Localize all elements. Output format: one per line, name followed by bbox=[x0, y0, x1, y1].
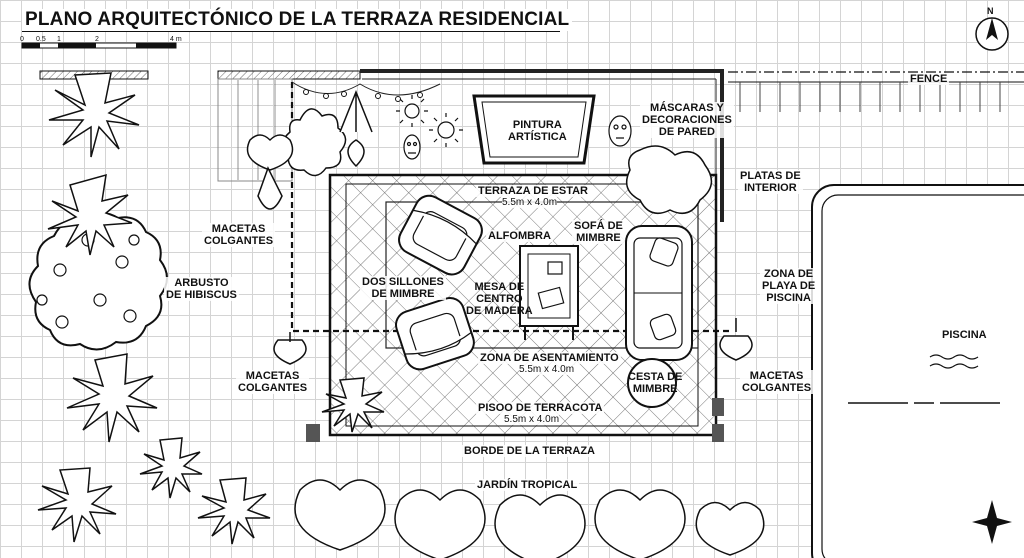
coffee-table bbox=[519, 245, 579, 340]
armchairs-label: DOS SILLONES DE MIMBRE bbox=[360, 276, 446, 300]
scale-tick-0: 0 bbox=[20, 36, 24, 43]
hanging-pots-right-label: MACETAS COLGANTES bbox=[740, 370, 814, 394]
living-terrace-label: TERRAZA DE ESTAR bbox=[476, 185, 590, 197]
scale-tick-1: 1 bbox=[57, 36, 61, 43]
scale-tick-0-5: 0.5 bbox=[36, 36, 46, 43]
scale-tick-2: 2 bbox=[95, 36, 99, 43]
hanging-pots-bottom-left-label: MACETAS COLGANTES bbox=[236, 370, 310, 394]
north-label: N bbox=[987, 6, 994, 16]
coffee-table-label: MESA DE CENTRO DE MADERA bbox=[466, 281, 533, 317]
terracotta-floor-label: PISOO DE TERRACOTA bbox=[476, 402, 605, 414]
seating-zone-label: ZONA DE ASENTAMIENTO bbox=[478, 352, 621, 364]
hanging-pot-icon bbox=[257, 89, 753, 365]
north-arrow-icon bbox=[975, 17, 1009, 51]
hibiscus-label: ARBUSTO DE HIBISCUS bbox=[164, 277, 239, 301]
sofa-label: SOFÁ DE MIMBRE bbox=[572, 220, 625, 244]
tropical-garden-label: JARDÍN TROPICAL bbox=[475, 479, 580, 491]
masks-label: MÁSCARAS Y DECORACIONES DE PARED bbox=[640, 102, 734, 138]
compass-star-icon bbox=[972, 500, 1012, 544]
scale-bar bbox=[21, 42, 177, 49]
plan-title: PLANO ARQUITECTÓNICO DE LA TERRAZA RESID… bbox=[22, 9, 573, 31]
wicker-sofa bbox=[625, 225, 693, 361]
sun-decoration-icon bbox=[396, 95, 463, 147]
rug-label: ALFOMBRA bbox=[486, 230, 553, 242]
interior-plants-label: PLATAS DE INTERIOR bbox=[738, 170, 803, 194]
fence-label: FENCE bbox=[908, 73, 950, 85]
basket-label: CESTA DE MIMBRE bbox=[628, 371, 683, 395]
wicker-basket bbox=[627, 358, 677, 408]
painting-label: PINTURA ARTÍSTICA bbox=[508, 119, 567, 143]
mask-icon bbox=[403, 115, 632, 160]
artwork-painting bbox=[472, 94, 596, 165]
hanging-pots-top-left-label: MACETAS COLGANTES bbox=[202, 223, 276, 247]
scale-tick-4: 4 m bbox=[170, 36, 182, 43]
living-terrace-dimensions: 5.5m x 4.0m bbox=[502, 197, 558, 208]
terrace-edge-label: BORDE DE LA TERRAZA bbox=[462, 445, 597, 457]
pool-zone-label: ZONA DE PLAYA DE PISCINA bbox=[760, 268, 818, 304]
seating-zone-dimensions: 5.5m x 4.0m bbox=[519, 364, 575, 375]
wicker-armchair bbox=[395, 194, 483, 371]
pool-label: PISCINA bbox=[940, 329, 989, 341]
tropical-plant-icon bbox=[37, 72, 765, 558]
terracotta-floor-dimensions: 5.5m x 4.0m bbox=[504, 414, 560, 425]
hibiscus-shrub bbox=[28, 212, 168, 351]
